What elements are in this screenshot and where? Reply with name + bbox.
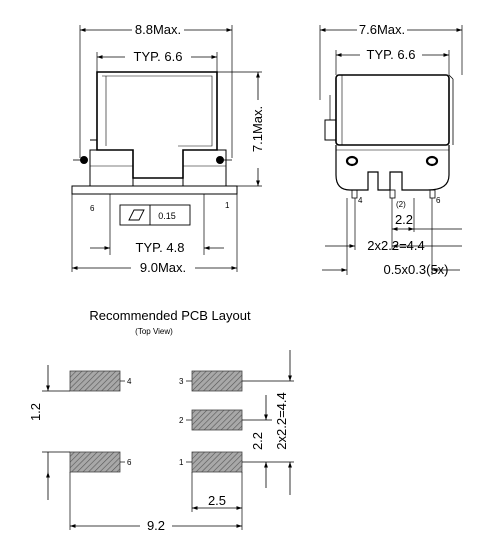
pcb-title: Recommended PCB Layout	[89, 308, 251, 323]
pad-label-2: 2	[179, 416, 184, 425]
side-pin-b: (2)	[396, 200, 406, 209]
pcb-span: 2x2.2=4.4	[274, 392, 289, 449]
side-typ-width: TYP. 6.6	[367, 47, 416, 62]
pad-6	[69, 451, 121, 473]
front-height: 7.1Max.	[250, 106, 265, 152]
front-view	[71, 25, 262, 272]
pad-1	[191, 451, 243, 473]
front-pin-right: 1	[225, 201, 230, 210]
front-base-width: 9.0Max.	[140, 260, 186, 275]
front-overall-width: 8.8Max.	[135, 22, 181, 37]
pad-label-6: 6	[127, 458, 132, 467]
pad-3	[191, 370, 243, 392]
side-overall-width: 7.6Max.	[359, 22, 405, 37]
pad-label-1: 1	[179, 458, 184, 467]
front-typ-lead-span: TYP. 4.8	[136, 240, 185, 255]
pcb-vertical-gap: 1.2	[28, 403, 43, 421]
pad-2	[191, 409, 243, 431]
pad-4	[69, 370, 121, 392]
side-pitch: 2.2	[395, 212, 413, 227]
front-typ-width: TYP. 6.6	[134, 49, 183, 64]
front-pin-left: 6	[90, 204, 95, 213]
pad-label-4: 4	[127, 377, 132, 386]
side-lead-size: 0.5x0.3(5x)	[383, 262, 448, 277]
pcb-pad-width: 2.5	[208, 493, 226, 508]
pad-label-3: 3	[179, 377, 184, 386]
side-span: 2x2.2=4.4	[367, 238, 424, 253]
pcb-pitch: 2.2	[250, 432, 265, 450]
pcb-overall: 9.2	[147, 518, 165, 533]
front-flatness: 0.15	[158, 211, 176, 221]
side-pin-c: 6	[436, 196, 441, 205]
side-pin-a: 4	[358, 196, 363, 205]
pcb-subtitle: (Top View)	[135, 327, 173, 336]
